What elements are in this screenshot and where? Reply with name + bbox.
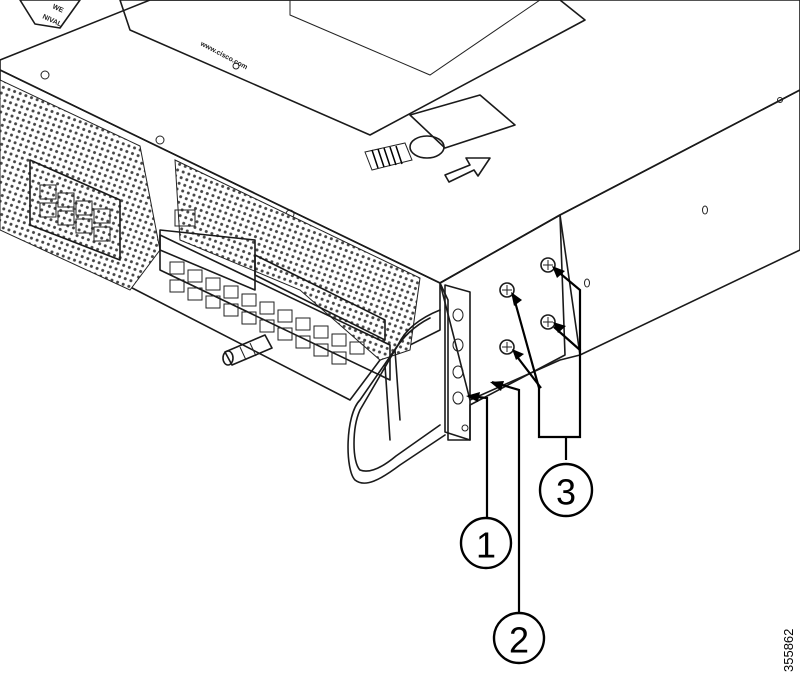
callout-1-leader [467,394,489,518]
callout-2-number: 2 [509,620,529,661]
sticker [409,94,516,149]
callout-2-circle [492,611,546,665]
cable-connector [222,334,273,366]
rj45-port [174,209,196,227]
barcode-icon [371,145,403,169]
module-vent [254,254,386,341]
circle-mark [409,135,445,159]
network-module [159,209,391,381]
callout-1: 1 [459,516,513,570]
figure-id: 355862 [781,629,796,672]
front-handle [347,309,446,484]
barcode-label [364,142,413,171]
callout-3-leader [512,297,582,439]
callout-2: 2 [492,611,546,665]
callout-1-circle [459,516,513,570]
callout-3: 3 [538,462,594,518]
port-module-left [29,159,121,261]
chassis-right-side [439,89,800,401]
top-left-label-text: WE [51,3,64,14]
front-vent-left [0,79,161,291]
bracket-screw-icons [499,257,556,355]
top-label-panel [119,0,586,136]
callout-3-number: 3 [556,472,576,513]
callout-1-number: 1 [476,525,496,566]
top-left-label [19,0,81,29]
front-vent-right [174,159,421,361]
sfp-ports [169,261,365,365]
chassis-front-panel [0,69,441,401]
direction-arrow-icon [444,157,491,183]
rack-mount-bracket [439,214,566,441]
callout-leaders [466,266,582,614]
chassis-url-text: www.cisco.com [198,40,248,71]
callout-2-leader [491,380,521,614]
callout-3-circle [538,462,594,518]
